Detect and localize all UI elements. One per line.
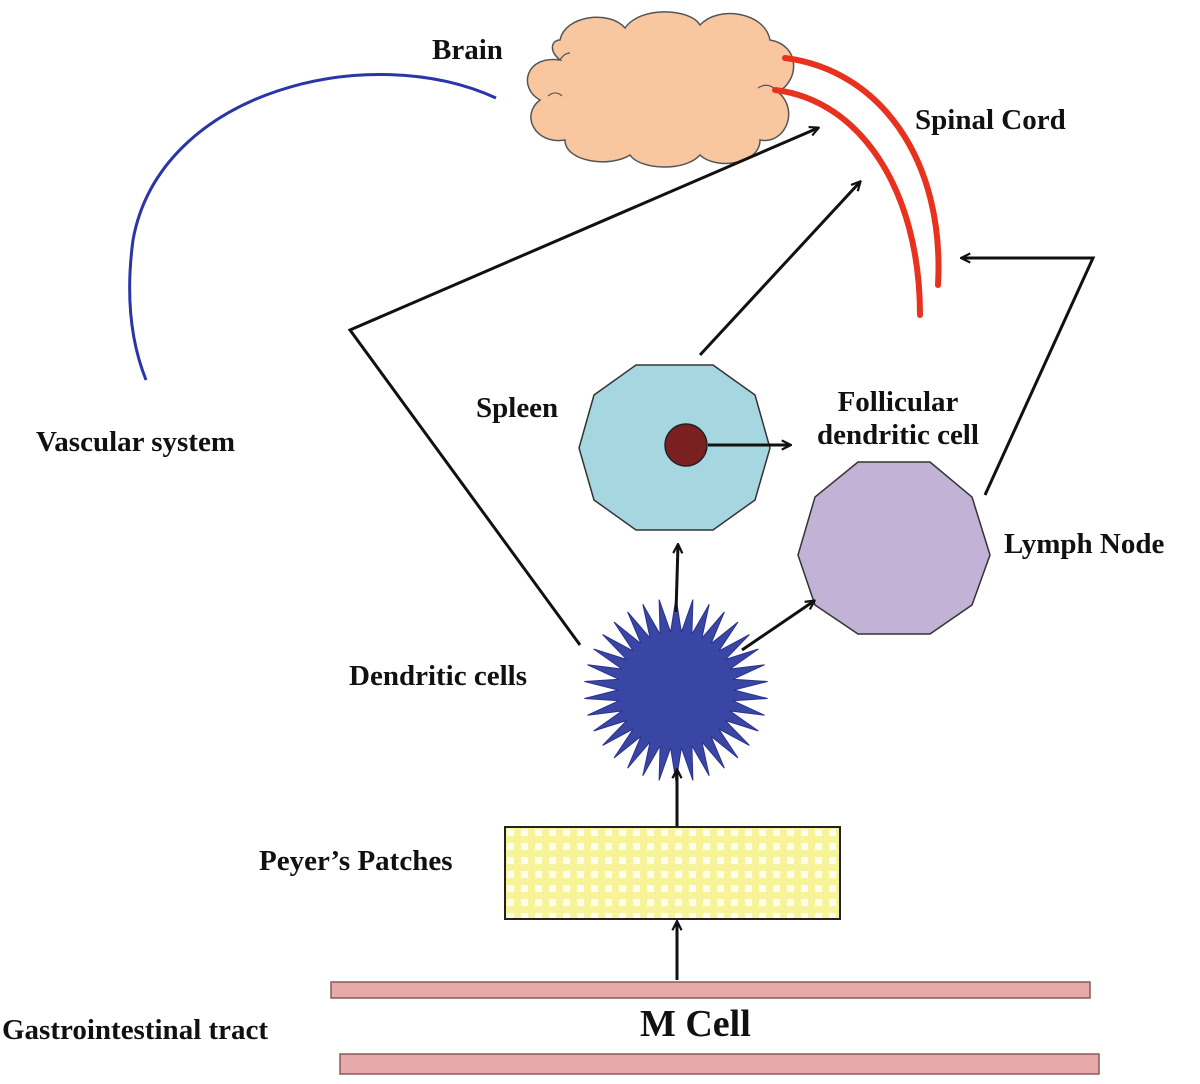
vascular-system-label: Vascular system <box>36 426 235 458</box>
brain-inner-fold-1 <box>547 92 563 97</box>
spinal-cord-line-1 <box>782 55 942 288</box>
arrow-dendritic-to-brain <box>347 128 818 646</box>
follicular-dendritic-cell-dot <box>664 423 708 467</box>
spinal-cord-line-2 <box>772 87 923 318</box>
peyers-patches-box <box>504 826 841 920</box>
dendritic-cells-label: Dendritic cells <box>349 660 527 692</box>
gi-tract-lower-wall <box>339 1053 1100 1075</box>
vascular-system-arc <box>128 73 497 381</box>
peyers-patches-label: Peyer’s Patches <box>259 845 453 877</box>
arrow-dendritic-to-spleen <box>676 545 678 613</box>
spleen-label: Spleen <box>476 392 559 424</box>
brain-inner-fold-3 <box>559 52 571 61</box>
arrow-lymph-to-spinal-cord <box>962 258 1096 496</box>
spinal-cord-label: Spinal Cord <box>915 104 1066 136</box>
arrow-dendritic-to-lymph <box>741 601 814 652</box>
brain-shape <box>526 11 795 168</box>
gi-tract-label: Gastrointestinal tract <box>2 1014 269 1046</box>
lymph-node-label: Lymph Node <box>1004 528 1165 560</box>
m-cell-label: M Cell <box>640 1003 751 1045</box>
brain-label: Brain <box>432 34 503 66</box>
follicular-label-line-2: dendritic cell <box>817 419 979 452</box>
gi-tract-upper-wall <box>330 981 1091 999</box>
follicular-label-line-1: Follicular <box>837 386 959 418</box>
arrow-spleen-to-spinal-cord <box>698 182 860 357</box>
follicular-dendritic-cell-label: Follicular dendritic cell <box>798 386 998 453</box>
dendritic-cell-shape <box>584 597 768 783</box>
lymph-node-shape <box>797 461 991 635</box>
